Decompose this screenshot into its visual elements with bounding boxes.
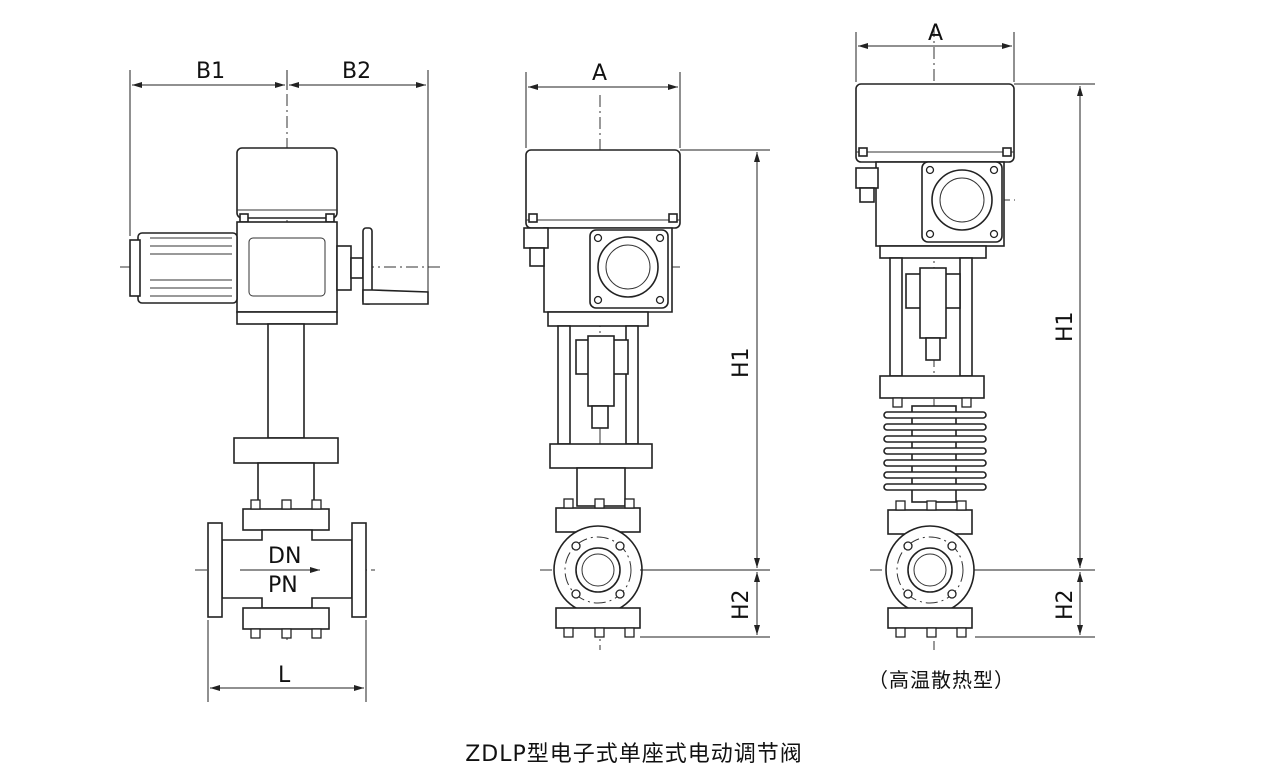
- dim-label-h1-high-temp: H1: [1053, 311, 1078, 342]
- dim-label-b1: B1: [196, 59, 225, 84]
- variant-label: （高温散热型）: [868, 668, 1015, 692]
- high-temp-view: [855, 25, 1015, 650]
- drawing-title: ZDLP型电子式单座式电动调节阀: [465, 742, 803, 767]
- dim-label-h1-front: H1: [729, 347, 754, 378]
- body-mark-pn: PN: [268, 573, 298, 598]
- front-dimensions: [525, 72, 770, 638]
- dim-label-b2: B2: [342, 59, 371, 84]
- dim-label-l: L: [278, 663, 291, 688]
- side-dimensions: [129, 70, 429, 702]
- body-mark-dn: DN: [268, 544, 301, 569]
- dim-label-a-front: A: [592, 61, 607, 86]
- side-view: [120, 72, 440, 640]
- high-temp-dimensions: [855, 32, 1095, 638]
- front-view: [523, 95, 681, 650]
- dim-label-h2-front: H2: [729, 589, 754, 620]
- dim-label-h2-high-temp: H2: [1053, 589, 1078, 620]
- dim-label-a-high-temp: A: [928, 21, 943, 46]
